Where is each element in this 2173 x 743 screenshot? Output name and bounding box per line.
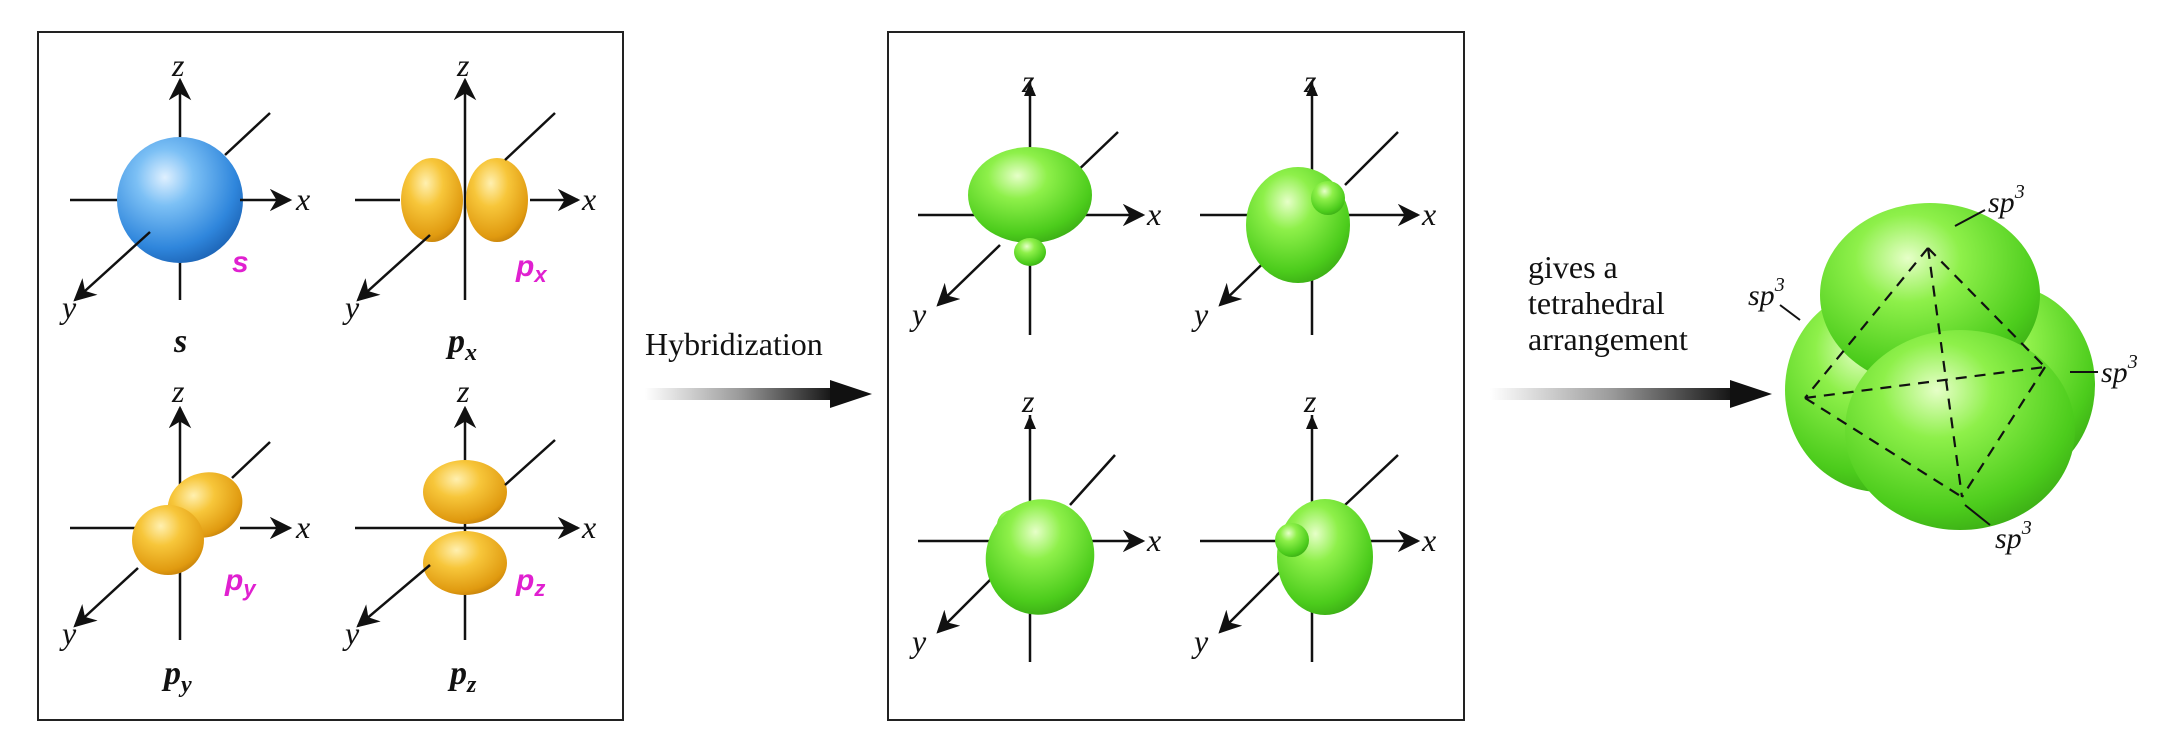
y-axis-label: y bbox=[342, 289, 360, 325]
pz-orbital-label: pz bbox=[447, 655, 477, 698]
sp3-label-top: sp3 bbox=[1988, 181, 2025, 219]
hybrid-small-lobe bbox=[1275, 523, 1309, 557]
x-axis-label: x bbox=[1421, 522, 1436, 558]
x-axis-label: x bbox=[1146, 196, 1161, 232]
px-lobe-left bbox=[401, 158, 463, 242]
x-axis-label: x bbox=[581, 181, 596, 217]
pz-lobe-top bbox=[423, 460, 507, 524]
hybrid-small-lobe bbox=[1311, 181, 1345, 215]
atomic-orbitals-panel bbox=[37, 31, 624, 721]
py-inside-label: py bbox=[224, 564, 257, 601]
y-axis-label: y bbox=[909, 296, 927, 332]
x-axis-label: x bbox=[295, 181, 310, 217]
z-axis-label: z bbox=[1303, 383, 1317, 419]
sp3-hybrid-4: z x y bbox=[1191, 383, 1436, 662]
sp3-label-bottom: sp3 bbox=[1995, 517, 2032, 555]
hybridization-label: Hybridization bbox=[645, 326, 823, 362]
y-axis-label: y bbox=[1191, 623, 1209, 659]
sp3-label-left: sp3 bbox=[1748, 274, 1785, 312]
s-orbital-label: s bbox=[173, 323, 187, 360]
hybrid-small-lobe bbox=[1014, 238, 1046, 266]
z-axis-label: z bbox=[456, 47, 470, 83]
x-axis-label: x bbox=[1421, 196, 1436, 232]
py-lobe-front bbox=[132, 505, 204, 575]
tetrahedron-edges bbox=[1804, 247, 2046, 498]
z-axis-label: z bbox=[171, 47, 185, 83]
y-axis-label: y bbox=[909, 623, 927, 659]
px-orbital-label: px bbox=[445, 323, 477, 366]
hybrid-lobe bbox=[985, 499, 1095, 615]
sp3-hybrid-2: z x y bbox=[1191, 63, 1436, 335]
hybrid-lobe bbox=[968, 147, 1092, 243]
sp3-lobe-front bbox=[1845, 330, 2075, 530]
hybrid-orbitals-panel bbox=[887, 31, 1465, 721]
z-axis-label: z bbox=[456, 373, 470, 409]
s-orbital-sphere bbox=[117, 137, 243, 263]
y-axis-label: y bbox=[342, 615, 360, 651]
z-axis-label: z bbox=[171, 373, 185, 409]
z-axis-label: z bbox=[1303, 63, 1317, 99]
s-inside-label: s bbox=[232, 246, 249, 279]
tetrahedral-arrow: gives a tetrahedral arrangement bbox=[1490, 249, 1772, 408]
arrow2-line-1: gives a bbox=[1528, 249, 1618, 285]
py-orbital-label: py bbox=[161, 655, 192, 698]
s-orbital-diagram: z x y s s bbox=[59, 47, 310, 360]
pz-orbital-diagram: z x y pz pz bbox=[342, 373, 596, 698]
tetrahedral-sp3-cluster: sp3 sp3 sp3 sp3 bbox=[1748, 181, 2138, 555]
sp3-hybrid-1: z x y bbox=[909, 63, 1161, 335]
hybridization-arrow: Hybridization bbox=[645, 326, 872, 408]
sp3-label-right: sp3 bbox=[2101, 351, 2138, 389]
pz-inside-label: pz bbox=[515, 564, 545, 601]
px-lobe-right bbox=[466, 158, 528, 242]
arrow2-line-2: tetrahedral bbox=[1528, 285, 1665, 321]
x-axis-label: x bbox=[295, 509, 310, 545]
y-axis-label: y bbox=[59, 289, 77, 325]
x-axis-label: x bbox=[581, 509, 596, 545]
hybrid-lobe bbox=[1277, 499, 1373, 615]
y-axis-label: y bbox=[1191, 296, 1209, 332]
y-axis-label: y bbox=[59, 615, 77, 651]
px-orbital-diagram: z x y px px bbox=[342, 47, 596, 366]
px-inside-label: px bbox=[515, 250, 547, 287]
sp3-hybrid-3: z x y bbox=[909, 383, 1161, 662]
z-axis-label: z bbox=[1021, 63, 1035, 99]
pz-lobe-bottom bbox=[423, 531, 507, 595]
x-axis-label: x bbox=[1146, 522, 1161, 558]
py-orbital-diagram: z x y py py bbox=[59, 373, 310, 698]
arrow2-line-3: arrangement bbox=[1528, 321, 1688, 357]
z-axis-label: z bbox=[1021, 383, 1035, 419]
